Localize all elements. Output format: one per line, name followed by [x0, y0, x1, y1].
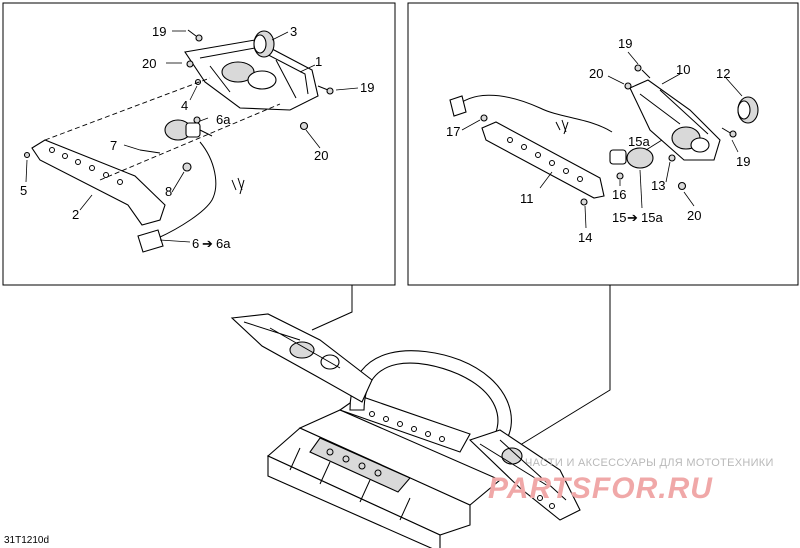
- callout-10: 10: [676, 62, 690, 77]
- callout-6a: 6a: [216, 236, 231, 251]
- callout-2: 2: [72, 207, 79, 222]
- callout-20: 20: [142, 56, 156, 71]
- callout-16: 16: [612, 187, 626, 202]
- callout-19: 19: [736, 154, 750, 169]
- callout-6a: 6a: [216, 112, 231, 127]
- callout-15a: 15a: [641, 210, 663, 225]
- callout-14: 14: [578, 230, 592, 245]
- arrow-symbol: ➔: [202, 236, 213, 251]
- callout-20: 20: [314, 148, 328, 163]
- left-connector-line: [311, 285, 353, 331]
- callout-20: 20: [589, 66, 603, 81]
- right-connector-line: [511, 285, 611, 451]
- callout-3: 3: [290, 24, 297, 39]
- left-detail-frame: [2, 2, 396, 286]
- right-taillight-assembly: [449, 51, 759, 229]
- drawing-code: 31T1210d: [4, 535, 49, 546]
- left-taillight-assembly: [23, 29, 359, 253]
- callout-7: 7: [110, 138, 117, 153]
- callout-5: 5: [20, 183, 27, 198]
- callout-8: 8: [165, 184, 172, 199]
- right-detail-frame: [407, 2, 799, 286]
- callout-11: 11: [520, 191, 534, 206]
- callout-4: 4: [181, 98, 188, 113]
- callout-19: 19: [360, 80, 374, 95]
- callout-17: 17: [446, 124, 460, 139]
- callout-6: 6: [192, 236, 199, 251]
- callout-12: 12: [716, 66, 730, 81]
- callout-19: 19: [152, 24, 166, 39]
- callout-15: 15: [612, 210, 626, 225]
- callout-13: 13: [651, 178, 665, 193]
- watermark-tagline: ЧАСТИ И АКСЕССУАРЫ ДЛЯ МОТОТЕХНИКИ: [525, 457, 774, 469]
- callout-15a: 15a: [628, 134, 650, 149]
- callout-20: 20: [687, 208, 701, 223]
- watermark-brand: PARTSFOR.RU: [488, 472, 713, 505]
- arrow-symbol: ➔: [627, 210, 638, 225]
- callout-1: 1: [315, 54, 322, 69]
- callout-19: 19: [618, 36, 632, 51]
- rear-frame-assembly: [230, 313, 581, 548]
